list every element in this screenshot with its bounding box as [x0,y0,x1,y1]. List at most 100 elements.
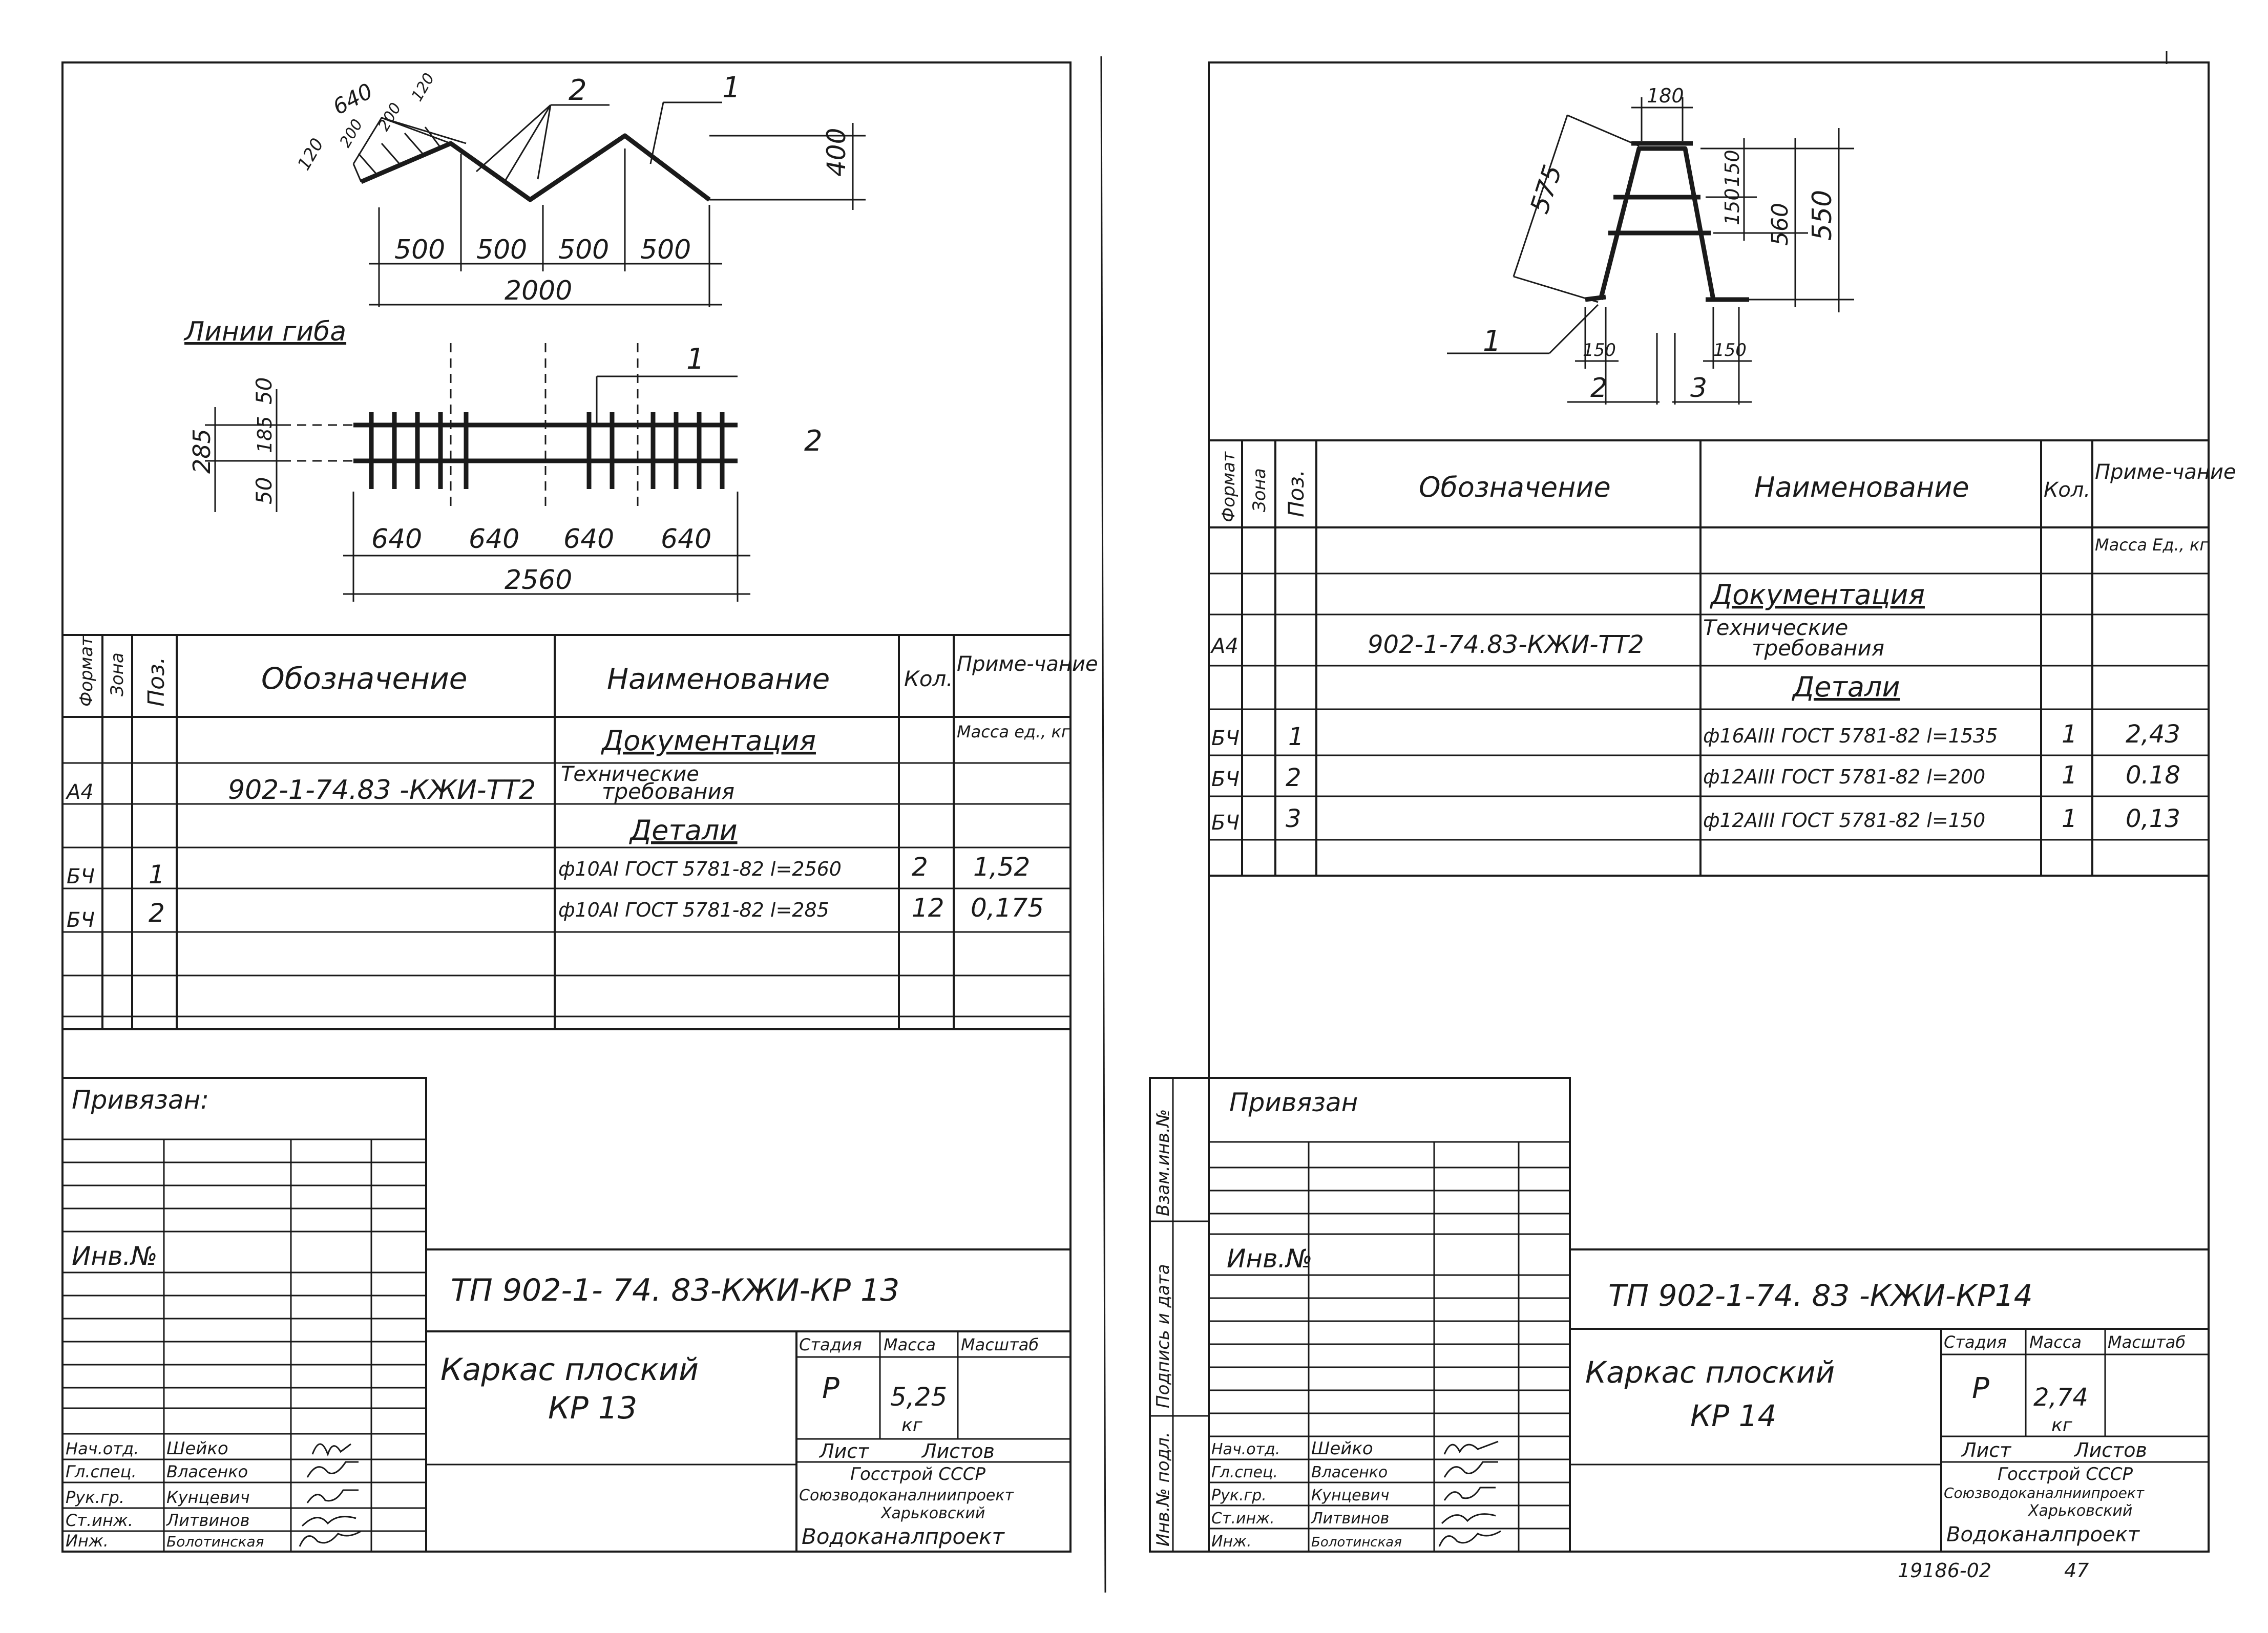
left-sheet-header: Лист [818,1440,870,1462]
left-dim-500-2: 500 [476,235,527,265]
left-dim-120b: 120 [408,70,438,104]
left-dim-2000: 2000 [505,275,572,306]
left-th-format: Формат [76,635,97,707]
right-role-2: Гл.спец. [1211,1464,1278,1481]
right-side-label-3: Инв.№ подл. [1153,1432,1173,1546]
right-name-1: Шейко [1311,1438,1373,1459]
right-pos2-label: 2 [1590,373,1607,404]
left-row2-note: 0,175 [971,893,1044,923]
left-sheet: 2 1 640 120 200 200 120 400 500 500 500 … [61,61,1098,1553]
left-plan-dim-640-4: 640 [661,524,711,555]
right-row1-name: ф16АIII ГОСТ 5781-82 l=1535 [1703,725,1998,747]
left-th-designation: Обозначение [261,661,467,696]
left-sheets-header: Листов [921,1440,995,1462]
right-dim-550: 550 [1807,190,1838,241]
left-dim-500-3: 500 [558,235,609,265]
right-name-2: Власенко [1311,1464,1388,1481]
right-sheet-header: Лист [1961,1439,2012,1461]
right-row2-qty: 1 [2062,761,2077,790]
right-bent-bar-drawing: 1 180 575 150 150 560 550 [1447,84,1854,405]
left-scale-header: Масштаб [961,1335,1039,1354]
right-org-3: Харьковский [2027,1502,2132,1520]
right-section-docs: Документация [1710,579,1925,611]
left-role-1: Нач.отд. [66,1439,139,1458]
left-row1-format: БЧ [67,865,95,888]
left-plan-pos2-label: 2 [804,425,823,458]
right-row2-pos: 2 [1286,764,1301,792]
left-row2-name: ф10АI ГОСТ 5781-82 l=285 [558,899,829,921]
right-name-3: Кунцевич [1311,1487,1389,1504]
right-row3-note: 0,13 [2126,804,2180,833]
right-th-qty: Кол. [2044,478,2090,502]
right-th-name: Наименование [1754,471,1969,503]
right-doc-format: А4 [1210,634,1238,658]
right-name-4: Литвинов [1311,1510,1389,1528]
right-role-5: Инж. [1211,1533,1252,1551]
left-doc-name-1: Технические [561,762,699,786]
left-mass-unit: кг [901,1415,923,1436]
right-title-block: Привязан Инв.№ ТП 902-1-74. 83 -КЖИ-КР14… [1208,1077,2209,1553]
left-plan-drawing: 1 2 285 50 185 50 640 640 640 640 2560 [188,343,823,602]
left-plan-dim-50a: 50 [251,377,277,405]
right-th-pos: Поз. [1284,470,1309,517]
right-stage-header: Стадия [1944,1332,2007,1352]
left-th-qty: Кол. [904,666,953,691]
left-dim-640: 640 [329,78,377,120]
left-org-2: Союзводоканалниипроект [799,1487,1015,1504]
right-row3-pos: 3 [1286,804,1301,833]
right-dim-150-bl: 150 [1583,340,1616,360]
right-footer-code: 19186-02 [1898,1559,1991,1582]
left-spec-table: Формат Зона Поз. Обозначение Наименовани… [61,634,1098,1030]
sheet-divider [1100,56,1106,1593]
right-dim-560: 560 [1767,203,1793,246]
right-row3-name: ф12АIII ГОСТ 5781-82 l=150 [1703,809,1985,832]
right-row1-format: БЧ [1211,727,1240,750]
right-row2-name: ф12АIII ГОСТ 5781-82 l=200 [1703,766,1985,788]
right-sheet: 1 180 575 150 150 560 550 [1149,51,2236,1582]
right-org-2: Союзводоканалниипроект [1944,1484,2145,1501]
left-mass-value: 5,25 [890,1382,947,1412]
right-row3-format: БЧ [1211,811,1240,835]
right-sheets-header: Листов [2073,1439,2147,1461]
right-dim-150-top: 150 [1721,150,1744,187]
right-row2-format: БЧ [1211,768,1240,791]
right-th-zone: Зона [1249,468,1270,512]
right-role-1: Нач.отд. [1211,1440,1280,1458]
left-stage-header: Стадия [799,1335,862,1354]
left-dim-500-1: 500 [394,235,445,265]
right-scale-header: Масштаб [2108,1332,2186,1352]
left-doc-name-2: требования [602,779,734,804]
left-role-2: Гл.спец. [66,1462,137,1481]
left-th-pos: Поз. [143,657,170,707]
left-org-3: Харьковский [880,1504,985,1522]
right-mass-unit: кг [2051,1415,2073,1436]
left-name-4: Литвинов [166,1511,250,1530]
right-th-note: Приме-чание [2095,460,2236,484]
left-row2-qty: 12 [912,893,944,923]
right-doc-name-1: Технические [1703,615,1848,640]
left-dim-400: 400 [822,128,851,177]
right-dim-180: 180 [1647,84,1684,107]
left-doc-format: А4 [65,780,94,804]
right-dim-150-br: 150 [1713,340,1747,360]
right-doc-name-2: требования [1752,635,1884,661]
right-dim-150-mid: 150 [1721,188,1744,225]
left-plan-dim-185: 185 [254,416,276,453]
left-title-block: Привязан: Инв.№ ТП 902-1- 74. 83-КЖИ-КР … [61,1077,1070,1553]
left-plan-dim-285: 285 [188,429,216,474]
left-bent-frame-drawing: 2 1 640 120 200 200 120 400 500 500 500 … [293,70,866,307]
right-role-3: Рук.гр. [1211,1487,1267,1504]
right-pos1-label: 1 [1483,325,1501,358]
right-drawing-title-1: Каркас плоский [1585,1355,1835,1390]
left-row1-pos: 1 [149,860,165,889]
left-row2-format: БЧ [67,908,95,932]
right-org-1: Госстрой СССР [1998,1464,2133,1484]
right-dim-575: 575 [1524,161,1568,217]
left-bend-lines-label: Линии гиба [183,316,346,347]
right-row2-note: 0.18 [2126,761,2180,790]
left-stage-value: Р [822,1372,839,1405]
left-name-3: Кунцевич [166,1488,250,1507]
left-signatures [299,1443,362,1547]
left-org-1: Госстрой СССР [850,1464,985,1484]
